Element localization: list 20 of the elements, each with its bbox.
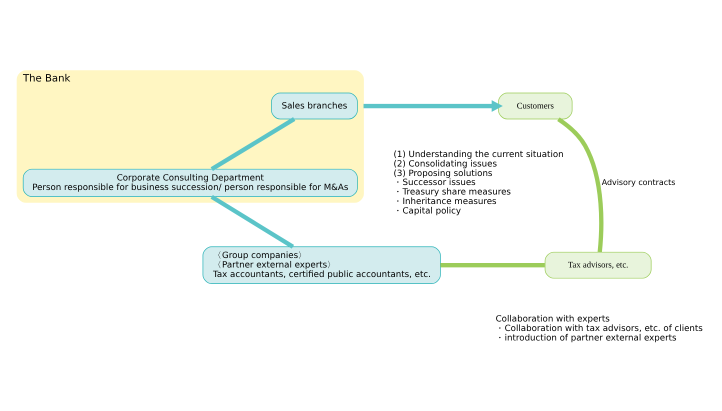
node-box: Customers: [498, 92, 572, 119]
label: ・introduction of partner external experts: [496, 332, 677, 343]
label: ・Successor issues: [393, 178, 476, 188]
arrow: [364, 100, 503, 112]
node-box: 〈Group companies〉 〈Partner external experts〉 Tax accountants, certified public accountants, etc.: [202, 246, 441, 284]
connector: [557, 116, 604, 252]
label: Collaboration with experts: [496, 314, 610, 324]
node-box: Tax advisors, etc.: [544, 251, 652, 278]
connector: [210, 116, 296, 170]
label: ・Capital policy: [393, 206, 462, 216]
connector: [210, 194, 294, 248]
node-box: Sales branches: [271, 92, 358, 119]
label: (2) Consolidating issues: [393, 158, 498, 169]
label: (3) Proposing solutions: [393, 168, 492, 178]
label: ・Treasury share measures: [393, 187, 511, 198]
label: (1) Understanding the current situation: [393, 149, 564, 160]
node-box: Corporate Consulting Department Person responsible for business succession/ person responsible for M&As: [22, 168, 358, 196]
label: ・Collaboration with tax advisors, etc. of clients: [496, 323, 703, 334]
connector: [440, 262, 545, 267]
label: ・Inheritance measures: [393, 196, 497, 206]
